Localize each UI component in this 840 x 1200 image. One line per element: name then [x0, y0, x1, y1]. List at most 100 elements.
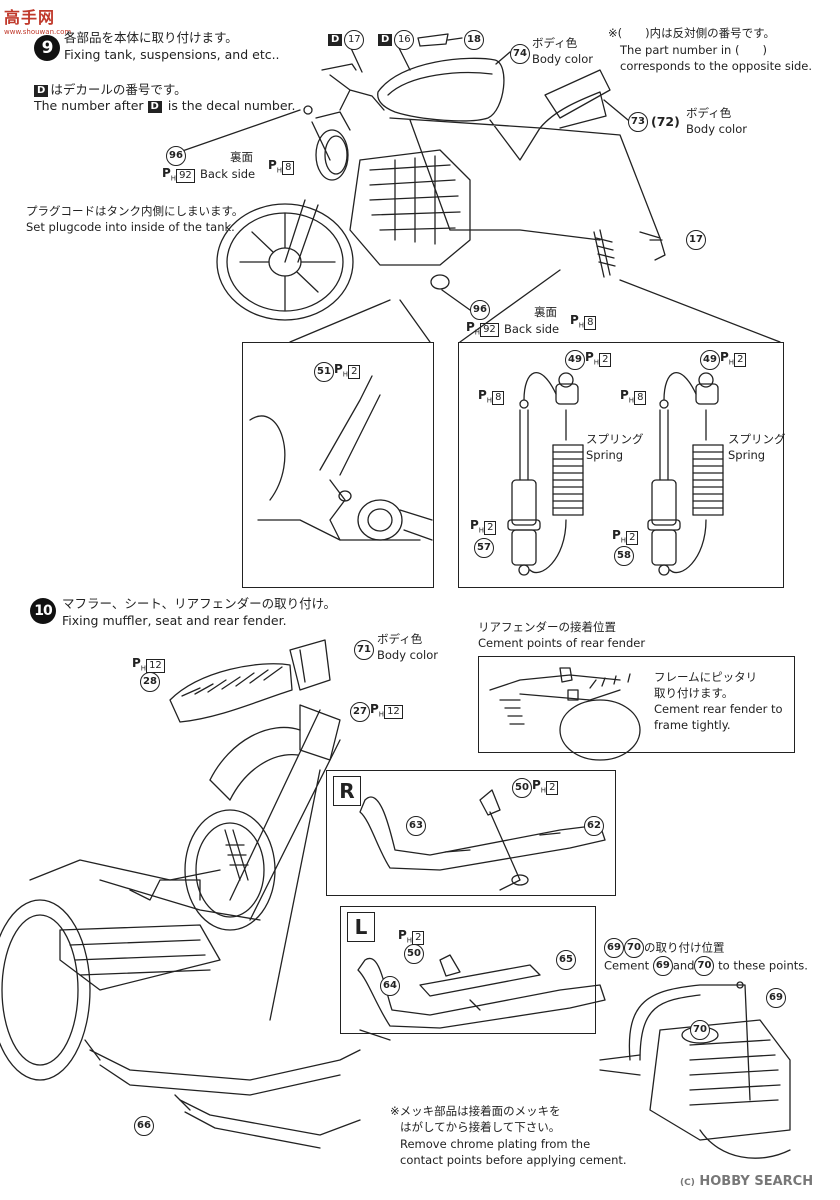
side-label-left: L	[347, 912, 375, 942]
spring-label-right-en: Spring	[728, 448, 766, 462]
step9-title-jp: 各部品を本体に取り付けます。	[64, 30, 238, 45]
part-51-callout: 51	[314, 362, 334, 383]
part-65-callout: 65	[556, 950, 576, 970]
spring-label-left-jp: スプリング	[586, 432, 644, 446]
part-58-callout: 58	[614, 546, 634, 566]
cement-en-b: and	[672, 958, 695, 973]
decal-note-en-b: is the decal number.	[167, 98, 296, 113]
part-71-body-color-en: Body color	[377, 648, 439, 662]
decal-note-en-a: The number after	[34, 98, 144, 113]
fender-title-jp: リアフェンダーの接着位置	[478, 620, 616, 634]
part-69-inline-en: 69	[652, 956, 673, 976]
chrome-note-jp-1: ※メッキ部品は接着面のメッキを	[390, 1104, 561, 1118]
muffler-left-box	[340, 906, 596, 1034]
part-17-callout: 17	[686, 230, 706, 250]
ph-8-shock-right-num: 8	[634, 391, 647, 406]
part-74-callout: 74	[510, 44, 530, 64]
part-50-callout-right: 50	[512, 778, 532, 799]
fender-cement-drawing	[489, 667, 641, 761]
part-49-callout-right: 49	[700, 350, 720, 371]
decal-badge-17: D	[328, 34, 343, 46]
part-64-callout: 64	[380, 976, 400, 996]
decal-badge-inline: D	[147, 100, 162, 113]
side-label-right: R	[333, 776, 361, 806]
credit-brand: HOBBY SEARCH	[699, 1174, 814, 1189]
fender-note-jp-1: フレームにピッタリ	[654, 670, 758, 684]
part-74-body-color-jp: ボディ色	[532, 36, 578, 50]
part-27-callout: 27	[350, 702, 370, 723]
cement-title-jp-text: の取り付け位置	[644, 940, 725, 955]
decal-note-en: The number after D is the decal number.	[34, 98, 296, 114]
detail-box-shocks	[458, 342, 784, 588]
chrome-note-en-1: Remove chrome plating from the	[400, 1137, 591, 1151]
step9-title-en: Fixing tank, suspensions, and etc..	[64, 47, 280, 62]
decal-badge: D	[34, 84, 49, 97]
back-side-en-top: Back side	[200, 167, 256, 181]
part-72-callout: (72)	[651, 114, 680, 129]
part-70-inline-jp: 70	[624, 938, 644, 958]
step10-title-jp: マフラー、シート、リアフェンダーの取り付け。	[62, 596, 337, 611]
fender-note-jp-2: 取り付けます。	[654, 686, 734, 700]
fender-title-en: Cement points of rear fender	[478, 636, 646, 650]
back-side-en-bottom: Back side	[504, 322, 560, 336]
part-69-inline-jp: 69	[604, 938, 624, 958]
cement-en-a: Cement	[604, 958, 650, 973]
part-69-callout: 69	[766, 988, 786, 1008]
ph-92-bottom-num: 92	[480, 323, 499, 338]
motorcycle-illustration-step9	[216, 33, 666, 321]
chrome-note-jp-2: はがしてから接着して下さい。	[400, 1120, 561, 1134]
watermark-url: www.shouwan.com	[4, 28, 72, 36]
watermark-logo: 高手网 www.shouwan.com	[4, 4, 74, 38]
detail-box-swingarm	[242, 342, 434, 588]
plug-note-en: Set plugcode into inside of the tank.	[26, 220, 235, 234]
part-96-callout-top: 96	[166, 146, 186, 166]
part-73-body-color-en: Body color	[686, 122, 748, 136]
part-18-callout: 18	[464, 30, 484, 50]
part-73-callout: 73	[628, 112, 648, 132]
part-50-label-right: 50PH122	[512, 778, 559, 799]
part-70-callout: 70	[690, 1020, 710, 1040]
detail-swingarm-drawing	[249, 375, 433, 541]
part-74-body-color-en: Body color	[532, 52, 594, 66]
ph-2-shock-left-num: 2	[484, 521, 497, 536]
part-57-callout: 57	[474, 538, 494, 558]
opposite-note-en-1: The part number in ( )	[620, 43, 767, 57]
opposite-note-en-2: corresponds to the opposite side.	[620, 59, 813, 73]
part-50-callout-left: 50	[404, 944, 424, 964]
watermark-cn: 高手网	[4, 8, 56, 27]
cement-points-drawing	[599, 981, 791, 1159]
fender-cement-box	[478, 656, 795, 753]
part-62-callout: 62	[584, 816, 604, 836]
credit-copyright: (C)	[680, 1178, 695, 1188]
decal-16-number: 16	[394, 30, 415, 50]
hobby-search-credit: (C) HOBBY SEARCH	[680, 1174, 813, 1189]
part-51-ph: 2	[348, 365, 361, 380]
decal-badge-16: D	[378, 34, 393, 46]
decal-17-number: 17	[344, 30, 365, 50]
fender-note-en-2: frame tightly.	[654, 718, 731, 732]
ph-8-top-num: 8	[282, 161, 295, 176]
ph-8-shock-left-num: 8	[492, 391, 505, 406]
ph-8-bottom-num: 8	[584, 316, 597, 331]
part-71-body-color-jp: ボディ色	[377, 632, 423, 646]
detail-shock-drawing	[507, 372, 724, 576]
ph-2-shock-right-num: 2	[626, 531, 639, 546]
spring-label-right-jp: スプリング	[728, 432, 786, 446]
part-96-callout-bottom: 96	[470, 300, 490, 320]
fender-note-en-1: Cement rear fender to	[654, 702, 783, 716]
seat-fender-drawing	[169, 639, 341, 801]
